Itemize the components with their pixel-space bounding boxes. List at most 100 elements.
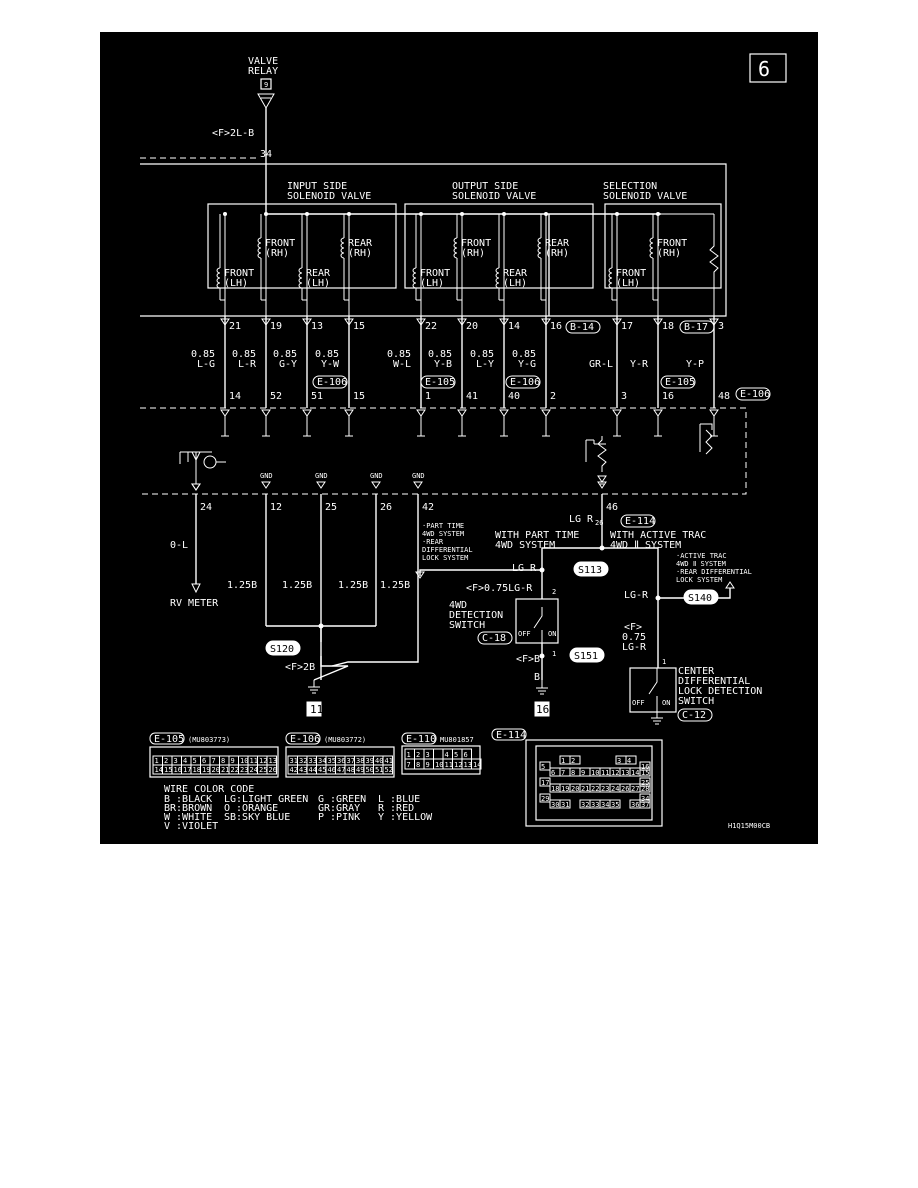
cavity-number: 23 [601, 785, 609, 793]
cavity-number: 13 [621, 769, 629, 777]
cavity-number: 31 [561, 801, 569, 809]
cavity-number: 5 [454, 751, 458, 759]
cavity-number: 46 [328, 766, 336, 774]
color-code-entry: LG:LIGHT GREEN [224, 794, 308, 805]
cavity-number: 2 [416, 751, 420, 759]
cavity-number: 33 [591, 801, 599, 809]
upper-pin: 3 [718, 321, 724, 332]
connector-e106-a-label: E-106 [317, 377, 347, 388]
cavity-number: 2 [164, 757, 168, 765]
cavity-number: 17 [541, 779, 549, 787]
cavity-number: 20 [212, 766, 220, 774]
with-part-time-2: 4WD SYSTEM [495, 540, 555, 551]
cavity-number: 5 [193, 757, 197, 765]
cavity-number: 15 [164, 766, 172, 774]
cavity-number: 12 [611, 769, 619, 777]
upper-pin: 22 [425, 321, 437, 332]
lower-pin: 25 [325, 502, 337, 513]
cavity-number: 28 [641, 785, 649, 793]
note-left-4: DIFFERENTIAL [422, 546, 473, 554]
ecu-pin: 41 [466, 391, 478, 402]
wire-b: B [534, 672, 540, 683]
cavity-number: 3 [426, 751, 430, 759]
cavity-number: 19 [202, 766, 210, 774]
cavity-number: 19 [561, 785, 569, 793]
ecu-pin: 52 [270, 391, 282, 402]
cavity-number: 33 [309, 757, 317, 765]
wire2-line-2: 0.75 [622, 632, 646, 643]
cavity-number: 10 [240, 757, 248, 765]
cavity-number: 22 [591, 785, 599, 793]
cavity-number: 41 [385, 757, 393, 765]
switch2-label-2: DIFFERENTIAL [678, 676, 750, 687]
cavity-number: 30 [551, 801, 559, 809]
cavity-number: 13 [464, 761, 472, 769]
cavity-number: 9 [581, 769, 585, 777]
valve-label: FRONT [224, 268, 254, 279]
lower-pin: 26 [380, 502, 392, 513]
input-side-title-2: SOLENOID VALVE [287, 191, 371, 202]
wire2-line-1: <F> [624, 622, 642, 633]
cavity-number: 11 [250, 757, 258, 765]
upper-pin: 17 [621, 321, 633, 332]
color-code-entry: R :RED [378, 803, 414, 814]
cavity-number: 8 [571, 769, 575, 777]
cavity-number: 34 [641, 795, 649, 803]
cavity-number: 7 [212, 757, 216, 765]
valve-relay-label-1: VALVE [248, 56, 278, 67]
cavity-number: 12 [454, 761, 462, 769]
lower-pin: 24 [200, 502, 212, 513]
cavity-number: 11 [601, 769, 609, 777]
selection-title-2: SOLENOID VALVE [603, 191, 687, 202]
legend-e106-part: (MU803772) [324, 736, 366, 744]
valve-label: REAR [503, 268, 528, 279]
connector-b14-label: B-14 [570, 322, 594, 333]
switch2-connector: C-12 [682, 710, 706, 721]
feed-wire-label: <F>2L-B [212, 128, 254, 139]
cavity-number: 43 [299, 766, 307, 774]
legend-e105-part: (MU803773) [188, 736, 230, 744]
relay-pin: 9 [264, 81, 268, 89]
harness-wires [220, 316, 719, 437]
cavity-number: 14 [631, 769, 639, 777]
cavity-number: 6 [464, 751, 468, 759]
valve-label: REAR [545, 238, 570, 249]
cavity-number: 35 [611, 801, 619, 809]
wire2-line-3: LG-R [622, 642, 647, 653]
with-active-2: 4WD Ⅱ SYSTEM [610, 540, 681, 551]
cavity-number: 31 [290, 757, 298, 765]
valve-label: (RH) [657, 248, 681, 259]
cavity-number: 22 [231, 766, 239, 774]
cavity-number: 8 [416, 761, 420, 769]
center-diff-lock-switch [629, 667, 677, 713]
wire-size: 0.85 [512, 349, 536, 360]
cavity-number: 4 [445, 751, 449, 759]
switch1-off: OFF [518, 630, 531, 638]
switch2-on: ON [662, 699, 670, 707]
switch2-pin1: 1 [662, 658, 666, 666]
connector-e105-a-label: E-105 [425, 377, 455, 388]
wiring-diagram-panel: 6 VALVE RELAY 9 <F>2L-B 34 INPUT SIDE SO… [100, 32, 818, 844]
output-side-title-2: SOLENOID VALVE [452, 191, 536, 202]
wire-size: 0.85 [387, 349, 411, 360]
valve-label: (RH) [461, 248, 485, 259]
selection-title-1: SELECTION [603, 181, 657, 192]
note-right-4: LOCK SYSTEM [676, 576, 722, 584]
color-code-entry: P :PINK [318, 812, 360, 823]
color-code-entry: B :BLACK [164, 794, 212, 805]
wire-size: 0.85 [470, 349, 494, 360]
valve-label: (LH) [224, 278, 248, 289]
legend-e105-id: E-105 [154, 734, 184, 745]
connector-tag-e105-b: E-105 [660, 375, 696, 389]
gnd-wire-1: 1.25B [227, 580, 257, 591]
cavity-number: 48 [347, 766, 355, 774]
color-code-entry: SB:SKY BLUE [224, 812, 290, 823]
wire-color: Y-R [630, 359, 649, 370]
gnd-wire-2: 1.25B [282, 580, 312, 591]
connector-tag-b14: B-14 [565, 320, 601, 334]
cavity-number: 13 [269, 757, 277, 765]
wire-size: 0.85 [232, 349, 256, 360]
ground-11: 11 [310, 703, 323, 716]
cavity-number: 52 [385, 766, 393, 774]
